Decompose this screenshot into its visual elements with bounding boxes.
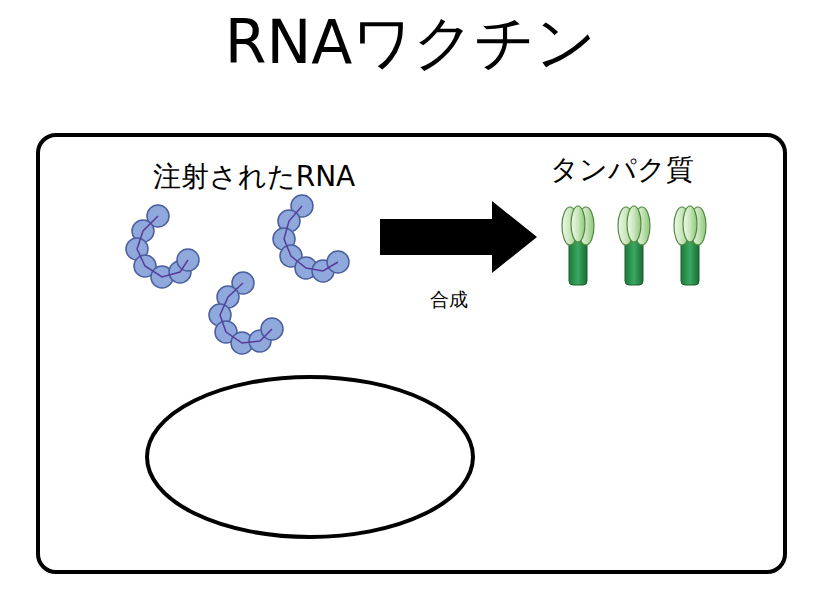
- title: RNAワクチン: [0, 6, 821, 78]
- protein-molecules: [562, 206, 706, 285]
- label-group: 注射されたRNA: [128, 157, 380, 357]
- synthesis-arrow: [380, 201, 537, 273]
- node-label: 注射されたRNA: [128, 157, 380, 197]
- protein: [674, 206, 706, 285]
- protein: [618, 206, 650, 285]
- rna-backbone: [284, 206, 338, 271]
- label-group: タンパク質: [537, 150, 707, 290]
- edge-label: 合成: [427, 287, 471, 313]
- nucleus: [147, 377, 473, 537]
- rna-backbone: [220, 283, 272, 343]
- cell-membrane: [38, 135, 785, 572]
- protein: [562, 206, 594, 285]
- rna-strands: [126, 195, 349, 354]
- rna-backbone: [137, 216, 188, 277]
- node-label: タンパク質: [537, 150, 707, 190]
